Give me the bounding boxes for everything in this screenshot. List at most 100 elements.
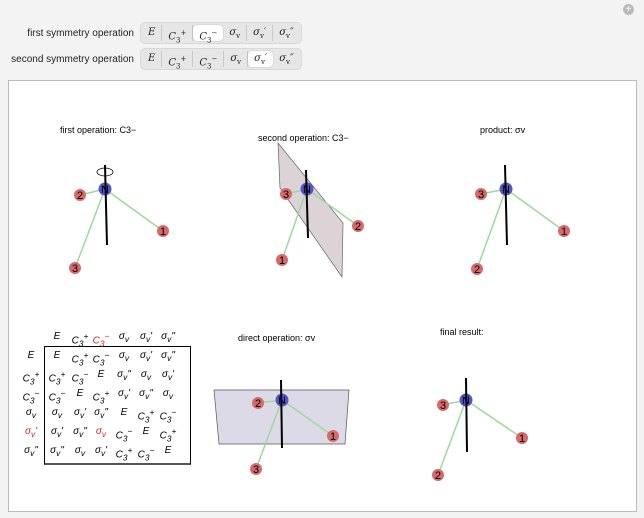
hydrogen-atom: [280, 188, 292, 200]
option-0[interactable]: E: [142, 25, 163, 41]
table-cell: σv': [117, 388, 131, 401]
option-3[interactable]: σv: [223, 25, 248, 41]
hydrogen-atom: [250, 463, 262, 475]
table-cell: σv': [161, 369, 175, 382]
row-header: σv: [25, 407, 37, 420]
table-cell: σv": [139, 388, 153, 401]
symmetry-axis: [465, 377, 468, 453]
table-cell: E: [164, 445, 172, 456]
bond: [255, 399, 283, 470]
bond: [104, 188, 164, 232]
row-header: C3−: [22, 388, 40, 406]
hydrogen-atom: [558, 225, 570, 237]
table-cell: σv: [118, 350, 130, 363]
option-4[interactable]: σv′: [247, 25, 274, 41]
atom-label: 3: [253, 464, 259, 476]
bond: [437, 399, 467, 476]
table-cell: C3+: [159, 426, 177, 444]
bond: [465, 399, 523, 439]
atom-label: 2: [255, 398, 261, 410]
column-header: C3+: [71, 331, 89, 349]
option-5[interactable]: σv″: [279, 53, 294, 66]
hydrogen-atom: [276, 254, 288, 266]
table-cell: σv: [51, 407, 63, 420]
table-cell: σv': [50, 426, 64, 439]
table-cell: σv: [95, 426, 107, 439]
hydrogen-atom: [69, 262, 81, 274]
mirror-plane: [277, 141, 344, 279]
column-header: E: [53, 331, 61, 342]
table-cell: σv: [140, 369, 152, 382]
atom-label: 2: [355, 221, 361, 233]
product-title: product: σv: [480, 125, 526, 135]
option-0[interactable]: E: [142, 51, 163, 67]
option-3[interactable]: σv: [224, 51, 249, 67]
table-box: [44, 346, 191, 465]
atom-label: 3: [440, 400, 446, 412]
table-cell: C3+: [92, 388, 110, 406]
table-cell: σv": [94, 407, 108, 420]
option-2[interactable]: C3−: [193, 25, 224, 44]
table-cell: E: [53, 350, 61, 361]
atom-label: 1: [279, 255, 285, 267]
table-cell: σv: [162, 388, 174, 401]
hydrogen-atom: [471, 263, 483, 275]
row-header: σv': [24, 426, 38, 439]
table-cell: E: [142, 426, 150, 437]
option-1[interactable]: C3+: [162, 51, 194, 70]
table-cell: E: [120, 407, 128, 418]
column-header: C3−: [92, 331, 110, 349]
atom-label: 1: [160, 226, 166, 238]
table-cell: C3−: [159, 407, 177, 425]
table-cell: C3−: [137, 445, 155, 463]
column-header: σv': [139, 331, 153, 344]
first-operation-title: first operation: C3−: [60, 125, 136, 135]
table-cell: σv: [74, 445, 86, 458]
table-cell: C3−: [71, 369, 89, 387]
second-operation-label: second symmetry operation: [11, 53, 134, 65]
hydrogen-atom: [74, 189, 86, 201]
atom-label: 2: [435, 470, 441, 482]
hydrogen-atom: [327, 430, 339, 442]
atom-label: 1: [561, 226, 567, 238]
hydrogen-atom: [157, 225, 169, 237]
atom-label: 3: [478, 189, 484, 201]
table-cell: C3+: [137, 407, 155, 425]
option-1[interactable]: C3+: [162, 25, 194, 44]
atom-label: 1: [330, 431, 336, 443]
option-2[interactable]: C3−: [193, 51, 225, 70]
table-cell: σv": [117, 369, 131, 382]
option-4[interactable]: σv′: [248, 51, 274, 67]
symmetry-axis: [305, 169, 309, 239]
bond: [74, 188, 106, 269]
hydrogen-atom: [516, 432, 528, 444]
bond: [306, 188, 359, 227]
atom-label: 2: [474, 264, 480, 276]
final-result-title: final result:: [440, 327, 484, 337]
hydrogen-atom: [252, 397, 264, 409]
plus-icon[interactable]: +: [623, 4, 634, 15]
table-cell: C3+: [48, 369, 66, 387]
atom-label: 3: [283, 189, 289, 201]
hydrogen-atom: [475, 188, 487, 200]
table-cell: C3+: [115, 445, 133, 463]
row-header: C3+: [22, 369, 40, 387]
hydrogen-atom: [432, 469, 444, 481]
column-header: σv": [161, 331, 175, 344]
table-cell: E: [76, 388, 84, 399]
option-5[interactable]: σv″: [279, 27, 294, 40]
table-cell: σv": [50, 445, 64, 458]
symmetry-axis: [104, 164, 108, 246]
symmetry-axis: [280, 379, 283, 449]
hydrogen-atom: [352, 220, 364, 232]
table-cell: σv': [73, 407, 87, 420]
row-header: σv": [24, 445, 38, 458]
table-cell: C3+: [71, 350, 89, 368]
table-cell: σv': [94, 445, 108, 458]
bond: [476, 188, 507, 270]
